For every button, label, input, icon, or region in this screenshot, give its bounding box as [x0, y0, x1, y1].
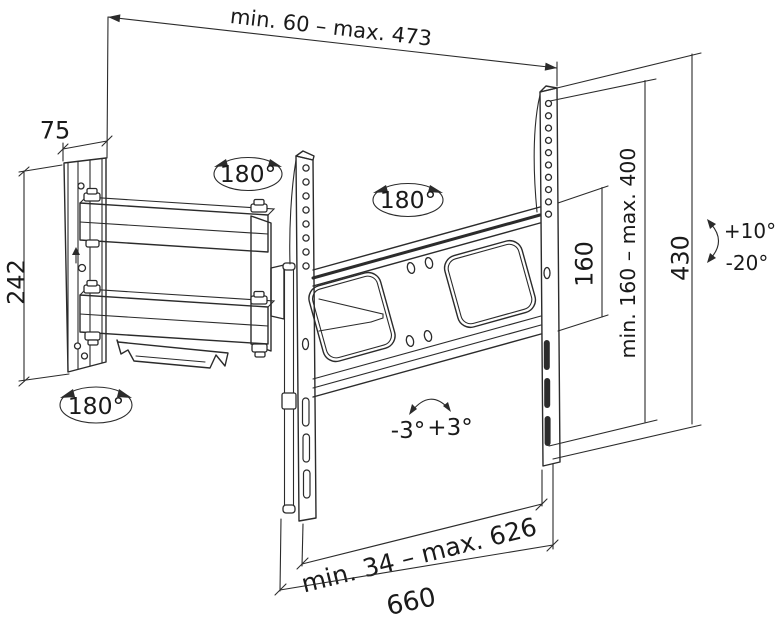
rail-oval-hole: [543, 266, 551, 280]
left-rail-holes: [302, 164, 310, 270]
tilt-down-label: -20°: [726, 251, 769, 275]
arrowhead-right-icon: [544, 62, 557, 71]
pivot-bolts: [83, 187, 268, 358]
up-arrow-icon: [72, 247, 80, 264]
swivel-arrow-left-icon: [373, 185, 388, 193]
crossbar: [308, 206, 542, 398]
level-arrow-left-icon: [409, 404, 417, 415]
mount-hole: [73, 342, 82, 350]
mount-hole: [80, 352, 89, 360]
dimension-top-span: min. 60 – max. 473: [106, 4, 558, 159]
swivel-center-label: 180°: [380, 186, 437, 214]
rail-slot: [544, 416, 551, 446]
crossbar-left-cutout: [308, 271, 396, 363]
right-rail-holes: [544, 99, 553, 218]
tilt-arrow-down-icon: [707, 253, 716, 263]
dimension-rail-span: min. 34 – max. 626: [296, 469, 548, 599]
arm-through-cutout: [318, 298, 384, 332]
top-span-label: min. 60 – max. 473: [229, 4, 433, 51]
rail-slot: [544, 378, 551, 408]
tilt-up-label: +10°: [724, 219, 775, 243]
level-angle-indicator: -3° +3°: [391, 398, 473, 444]
rail-oval-hole: [301, 337, 310, 351]
arrowhead-left-icon: [108, 14, 121, 23]
right-vesa-rail: [533, 85, 561, 467]
swivel-indicator-top: 180°: [213, 156, 283, 192]
dimension-plate-width: 75: [40, 116, 113, 162]
articulating-arm: [79, 187, 285, 369]
rail-slot: [302, 469, 311, 499]
swivel-indicator-bottom: 180°: [59, 386, 133, 424]
bracket-height-label: 430: [666, 235, 694, 281]
rail-clamp: [281, 392, 297, 410]
elbow-block: [270, 264, 285, 320]
mount-hole: [77, 263, 87, 273]
dimension-plate-height: 242: [2, 164, 70, 387]
swivel-top-label: 180°: [220, 160, 277, 188]
level-plus-label: +3°: [427, 415, 472, 441]
rail-slot: [301, 397, 310, 427]
dimension-vesa-height: 160: [557, 185, 609, 332]
plate-height-label: 242: [2, 259, 30, 305]
level-minus-label: -3°: [391, 418, 425, 444]
dimension-crossbar-width: 660: [274, 463, 559, 618]
cable-tray: [116, 339, 229, 369]
tilt-arc-icon: [710, 223, 720, 259]
level-arc-icon: [411, 398, 449, 412]
plate-width-label: 75: [40, 116, 71, 144]
vesa-range-label: min. 160 – max. 400: [616, 148, 640, 359]
swivel-arrow-left-icon: [60, 389, 75, 398]
swivel-arrow-right-icon: [428, 185, 443, 193]
swivel-indicator-center: 180°: [372, 182, 444, 218]
rail-slot: [302, 433, 311, 463]
crossbar-ovals: [405, 256, 434, 348]
left-vesa-rail: [281, 150, 317, 522]
swivel-arrow-right-icon: [117, 389, 132, 398]
wall-plate: [63, 157, 107, 373]
mount-hole: [77, 182, 85, 190]
rail-cap: [282, 262, 296, 271]
tilt-angle-indicator: +10° -20°: [707, 219, 775, 275]
swivel-arrow-left-icon: [214, 159, 228, 167]
level-arrow-right-icon: [443, 402, 451, 412]
dimension-bracket-height: 430: [552, 52, 702, 460]
dimension-vesa-range: min. 160 – max. 400: [548, 78, 658, 447]
crossbar-width-label: 660: [384, 582, 439, 618]
rail-slot: [543, 340, 550, 370]
swivel-bottom-label: 180°: [68, 392, 125, 420]
crossbar-right-cutout: [443, 239, 537, 329]
vesa-height-label: 160: [570, 241, 598, 287]
swivel-arrow-right-icon: [268, 159, 282, 167]
tilt-arrow-up-icon: [707, 219, 716, 229]
rail-cap: [282, 504, 296, 514]
